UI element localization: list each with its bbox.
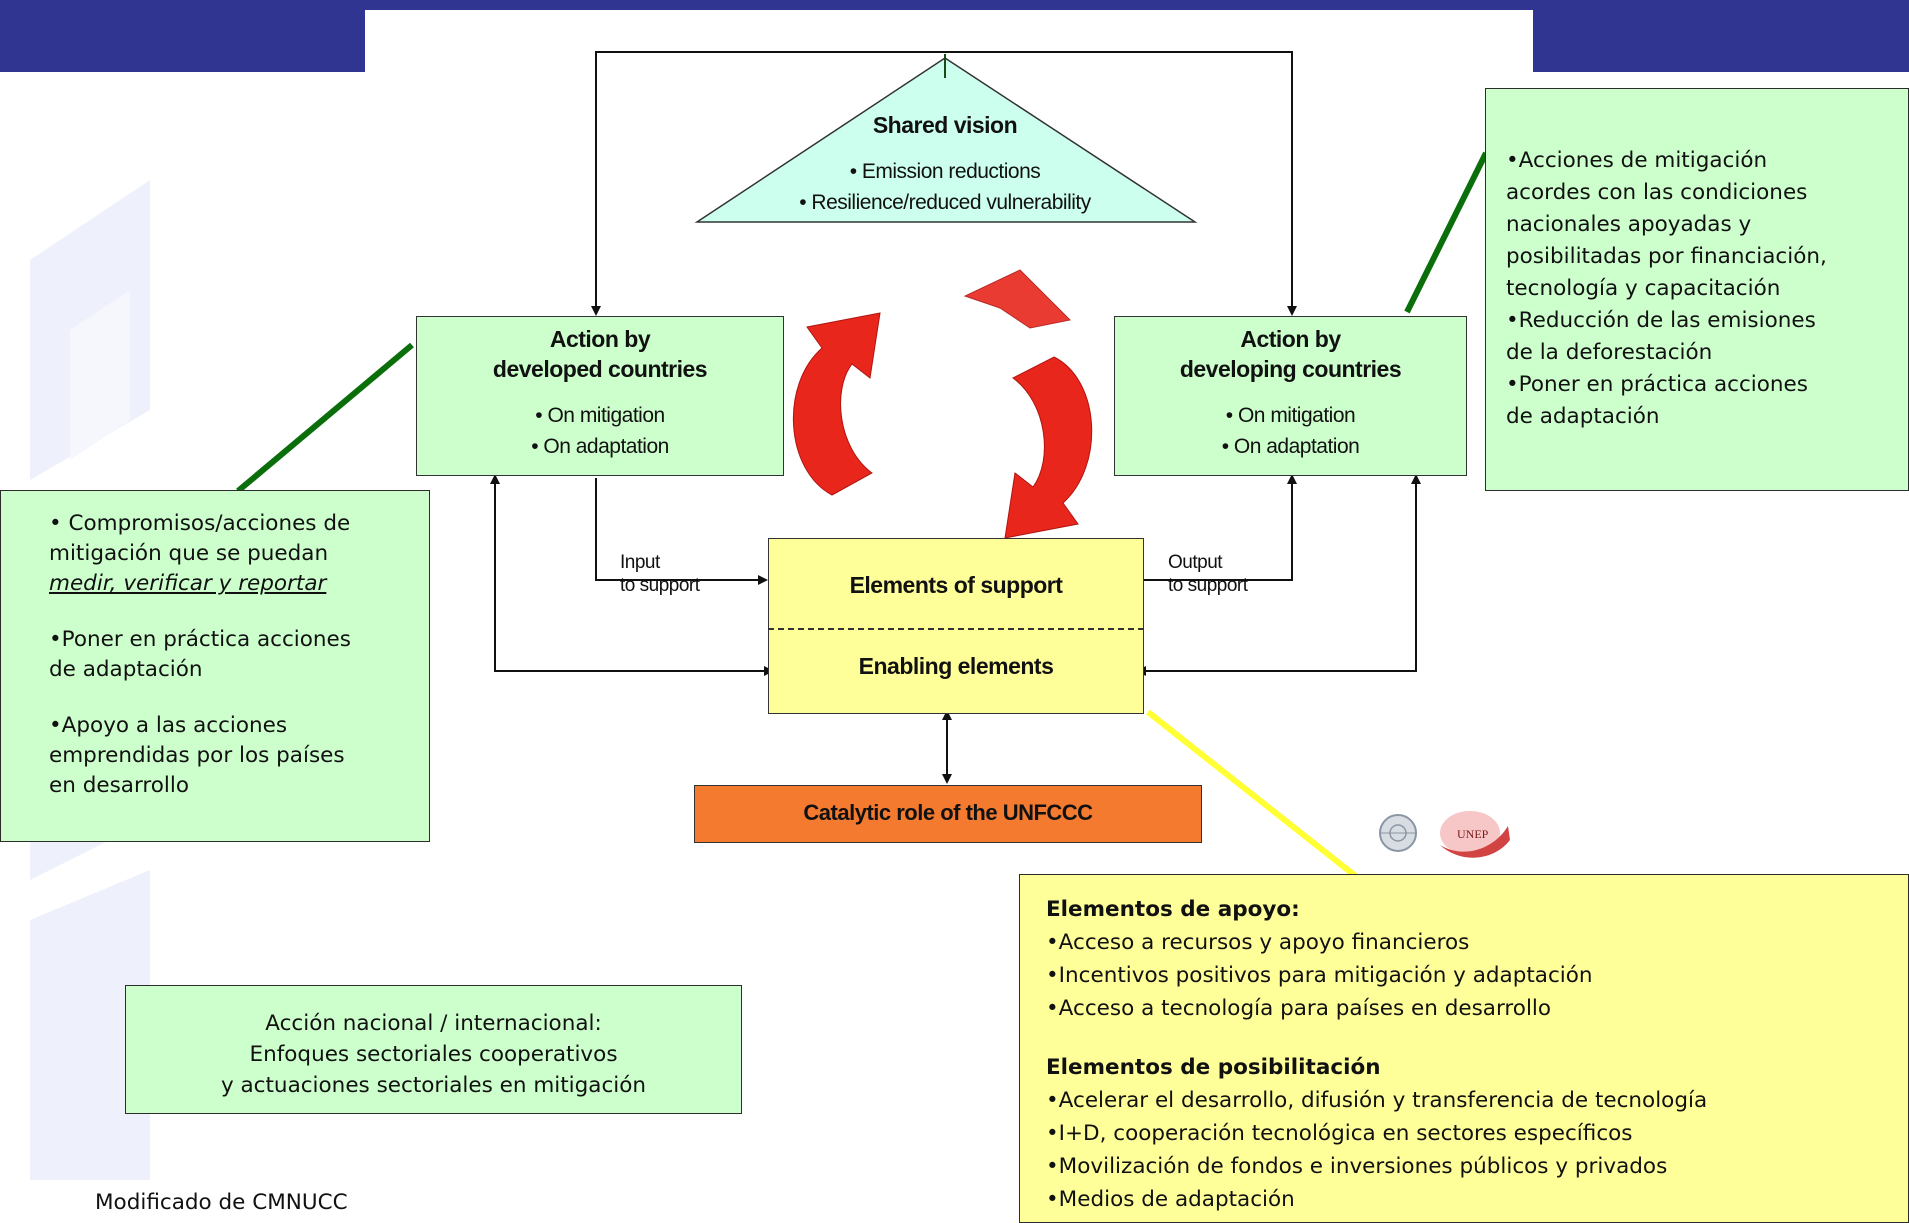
note-line: •Acceso a recursos y apoyo financieros: [1046, 930, 1470, 955]
developing-countries-box: [1114, 316, 1467, 476]
support-divider: [768, 628, 1144, 630]
developed-countries-box: [416, 316, 784, 476]
note-line: •Medios de adaptación: [1046, 1187, 1295, 1212]
developing-item: • On adaptation: [1221, 435, 1360, 458]
note-line: de adaptación: [1506, 404, 1660, 429]
top-loop-right: [945, 51, 1297, 316]
shared-vision-item: • Emission reductions: [849, 160, 1041, 183]
note-line: en desarrollo: [49, 773, 190, 798]
developing-title-line2: developing countries: [1179, 356, 1402, 382]
note-line: •Reducción de las emisiones: [1506, 308, 1816, 333]
note-line: •Incentivos positivos para mitigación y …: [1046, 963, 1593, 988]
note-line: posibilitadas por financiación,: [1506, 244, 1827, 269]
note-line: Acción nacional / internacional:: [265, 1011, 602, 1036]
developed-item: • On adaptation: [531, 435, 669, 458]
note-heading: Elementos de apoyo:: [1046, 897, 1300, 922]
note-spacer: [49, 599, 429, 625]
enabling-elements-label: Enabling elements: [858, 653, 1054, 679]
note-developed-countries: • Compromisos/acciones de mitigación que…: [0, 490, 430, 842]
note-support-elements: Elementos de apoyo: •Acceso a recursos y…: [1019, 874, 1909, 1223]
note-developing-countries: •Acciones de mitigación acordes con las …: [1485, 88, 1909, 491]
note-line: tecnología y capacitación: [1506, 276, 1781, 301]
note-line: •Movilización de fondos e inversiones pú…: [1046, 1154, 1668, 1179]
note-spacer: [49, 685, 429, 711]
note-line: •I+D, cooperación tecnológica en sectore…: [1046, 1121, 1633, 1146]
note-line: mitigación que se puedan: [49, 541, 329, 566]
note-line: •Acciones de mitigación: [1506, 148, 1768, 173]
note-spacer: [1046, 1025, 1908, 1051]
enabling-loop-left: [490, 474, 774, 676]
shared-vision-title: Shared vision: [872, 112, 1018, 138]
note-line: nacionales apoyadas y: [1506, 212, 1752, 237]
cycle-arrows-icon: [793, 269, 1093, 539]
source-caption: Modificado de CMNUCC: [95, 1190, 348, 1215]
developed-title-line1: Action by: [549, 326, 651, 352]
note-heading: Elementos de posibilitación: [1046, 1055, 1381, 1080]
note-line: acordes con las condiciones: [1506, 180, 1808, 205]
note-sectoral-approaches: Acción nacional / internacional: Enfoque…: [125, 985, 742, 1114]
callout-line-left: [236, 342, 414, 494]
callout-line-yellow: [1146, 709, 1360, 881]
support-box: [768, 538, 1144, 714]
note-line: • Compromisos/acciones de: [49, 511, 351, 536]
developed-title-line2: developed countries: [492, 356, 708, 382]
developing-item: • On mitigation: [1225, 404, 1356, 427]
note-line: de la deforestación: [1506, 340, 1713, 365]
unep-logo-icon: UNEP: [1440, 811, 1510, 858]
enabling-loop-right: [1136, 474, 1421, 676]
callout-line-right: [1404, 151, 1489, 314]
shared-vision-item: • Resilience/reduced vulnerability: [799, 191, 1091, 214]
note-line: Enfoques sectoriales cooperativos: [249, 1042, 618, 1067]
svg-text:UNEP: UNEP: [1457, 827, 1489, 841]
elements-of-support-label: Elements of support: [849, 572, 1063, 598]
note-line: •Apoyo a las acciones: [49, 713, 288, 738]
developing-title-line1: Action by: [1240, 326, 1341, 352]
note-line: •Acceso a tecnología para países en desa…: [1046, 996, 1552, 1021]
output-label-line1: Output: [1168, 552, 1223, 573]
input-label-line1: Input: [620, 552, 660, 573]
catalytic-role-label: Catalytic role of the UNFCCC: [803, 800, 1093, 825]
note-line: de adaptación: [49, 657, 203, 682]
output-label-line2: to support: [1168, 575, 1248, 596]
note-line: y actuaciones sectoriales en mitigación: [220, 1073, 647, 1098]
note-line: •Acelerar el desarrollo, difusión y tran…: [1046, 1088, 1708, 1113]
developed-item: • On mitigation: [535, 404, 665, 427]
shared-vision-triangle: [694, 57, 1198, 223]
note-line: •Poner en práctica acciones: [1506, 372, 1808, 397]
note-line: emprendidas por los países: [49, 743, 345, 768]
note-line: •Poner en práctica acciones: [49, 627, 351, 652]
un-emblem-icon: [1379, 814, 1417, 852]
note-line-underlined: medir, verificar y reportar: [49, 571, 327, 596]
top-loop-left: [591, 51, 945, 316]
input-label-line2: to support: [620, 575, 700, 596]
catalytic-role-box: [694, 785, 1202, 843]
